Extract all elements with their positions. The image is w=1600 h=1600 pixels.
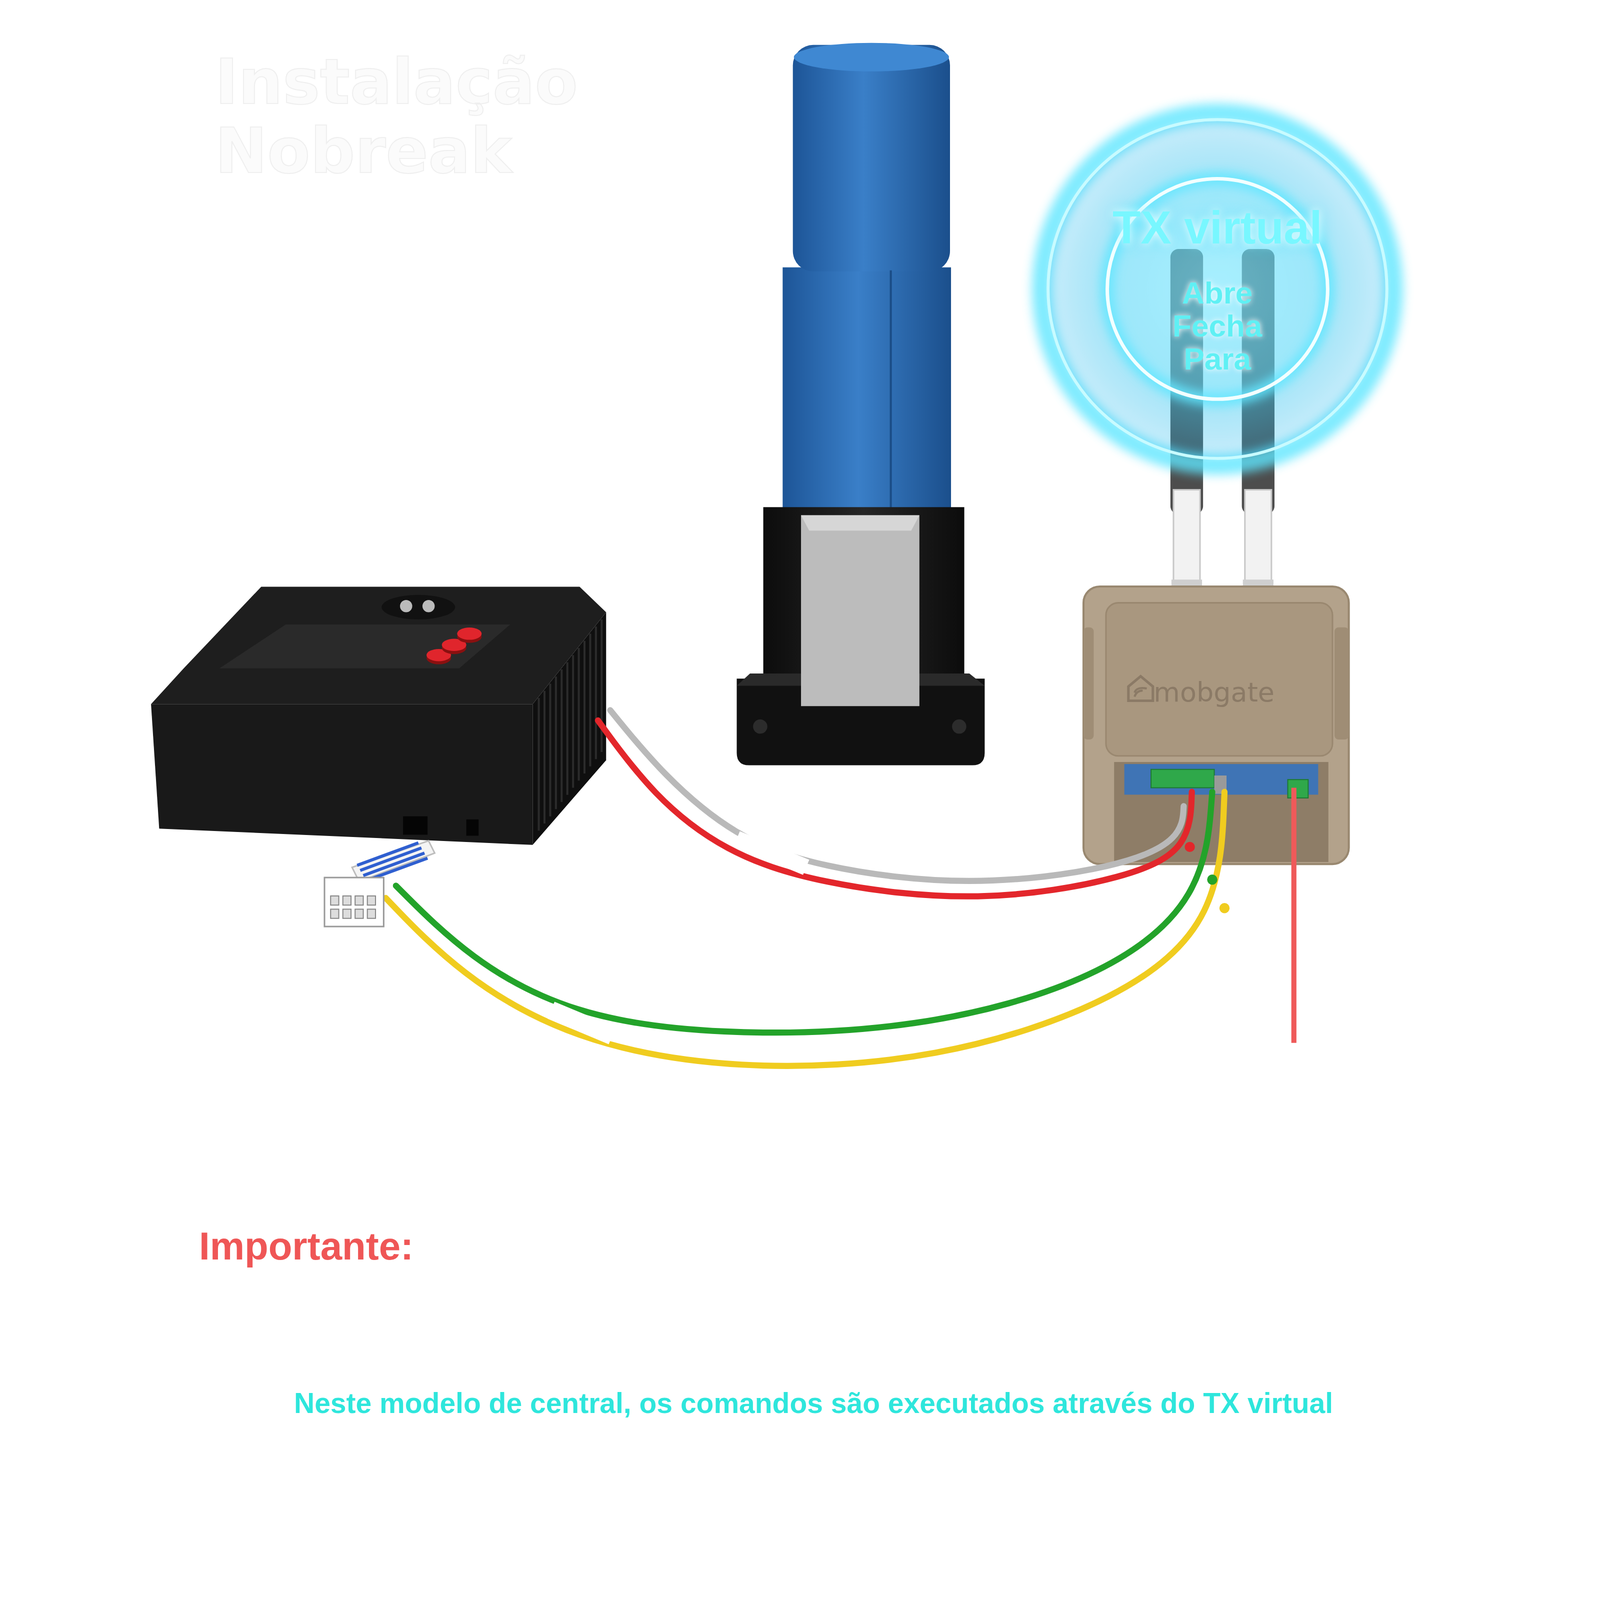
- bracket: [801, 515, 920, 707]
- plug-body: [352, 841, 435, 882]
- wire: [396, 792, 1213, 1033]
- cylinder-cap: [793, 45, 950, 272]
- plug-wire: [357, 843, 418, 866]
- plug-wire: [363, 853, 425, 876]
- terminal-block: [1288, 779, 1309, 798]
- cooling-fin: [566, 662, 569, 795]
- device-opening: [1114, 762, 1329, 862]
- plug-hole: [367, 896, 376, 905]
- device-panel: [1106, 603, 1333, 756]
- plug-hole: [330, 896, 339, 905]
- plug-wire: [360, 848, 421, 871]
- plug-hole: [355, 896, 363, 905]
- red-button: [457, 627, 482, 640]
- plug-hole: [343, 896, 351, 905]
- plug-hole: [367, 909, 376, 918]
- cooling-fin: [595, 626, 597, 759]
- wire: [610, 710, 1184, 881]
- plug-wire: [366, 858, 428, 881]
- flange-hole: [753, 719, 768, 734]
- terminal-block: [1151, 769, 1215, 788]
- holder-body: [763, 507, 965, 716]
- plug-hole: [330, 909, 339, 918]
- antenna-sleeve: [1173, 490, 1200, 584]
- cooling-fin: [549, 683, 551, 816]
- port: [403, 816, 428, 835]
- note-text: Neste modelo de central, os comandos são…: [113, 1386, 1514, 1420]
- box-side: [532, 612, 606, 845]
- case-clip: [1083, 627, 1094, 740]
- cooling-fin: [572, 655, 574, 788]
- wire-gap: [736, 839, 806, 868]
- cylinder-seam: [890, 270, 892, 511]
- command-text: Para: [1044, 343, 1391, 375]
- cooling-fin: [538, 698, 540, 831]
- red-button: [426, 649, 451, 661]
- plug-hole: [355, 909, 363, 918]
- box-front: [151, 704, 533, 845]
- cooling-fin: [589, 633, 591, 766]
- logo-mark: [422, 600, 435, 612]
- cooling-fin: [560, 669, 563, 802]
- note-heading: Importante:: [199, 1223, 649, 1270]
- holder-flange: [736, 678, 985, 765]
- cooling-fin: [578, 648, 580, 781]
- wire-gap: [551, 1010, 612, 1036]
- flange-hole: [952, 719, 967, 734]
- cooling-fin: [583, 641, 586, 774]
- plug-housing: [324, 877, 384, 927]
- cylinder-top: [794, 43, 949, 72]
- wire: [385, 792, 1225, 1066]
- cylinder-body: [782, 267, 951, 518]
- cooling-fin: [555, 676, 557, 809]
- brand-text: mobgate: [1153, 679, 1324, 706]
- terminal-pin: [1214, 775, 1227, 794]
- wire-joint: [1219, 903, 1230, 913]
- port: [466, 819, 479, 836]
- node-shape: [1083, 586, 1349, 864]
- command-text: Abre: [1044, 277, 1391, 309]
- device-case: [1083, 586, 1349, 864]
- bracket-top: [801, 515, 920, 531]
- holder-flange-top: [736, 673, 985, 686]
- circuit-board: [1124, 764, 1319, 795]
- box-top: [151, 586, 606, 704]
- button-base: [442, 642, 467, 654]
- watermark-title: Instalação Nobreak: [215, 47, 665, 185]
- outer-glow: [1042, 113, 1393, 465]
- mobgate-device: mobgate: [1083, 586, 1349, 864]
- logo-mark: [400, 600, 412, 612]
- cooling-fin: [543, 691, 546, 824]
- box-panel: [219, 624, 511, 669]
- command-text: Fecha: [1044, 310, 1391, 342]
- plug-hole: [343, 909, 351, 918]
- house-icon: [1128, 676, 1153, 701]
- tx-virtual-circle: TX virtualAbreFechaPara: [1044, 115, 1391, 463]
- wire: [598, 720, 1192, 897]
- power-wire: [1291, 788, 1297, 1043]
- command-text: TX virtual: [1044, 204, 1391, 251]
- wire-joint: [1207, 874, 1217, 885]
- wire-joint: [1184, 842, 1195, 852]
- cooling-fin: [600, 619, 603, 752]
- button-base: [457, 630, 482, 643]
- button-base: [426, 652, 451, 664]
- wifi-icon: [1134, 688, 1147, 697]
- red-button: [442, 639, 467, 651]
- case-clip: [1334, 627, 1349, 740]
- antenna-sleeve: [1245, 490, 1272, 584]
- logo-recess: [381, 595, 455, 620]
